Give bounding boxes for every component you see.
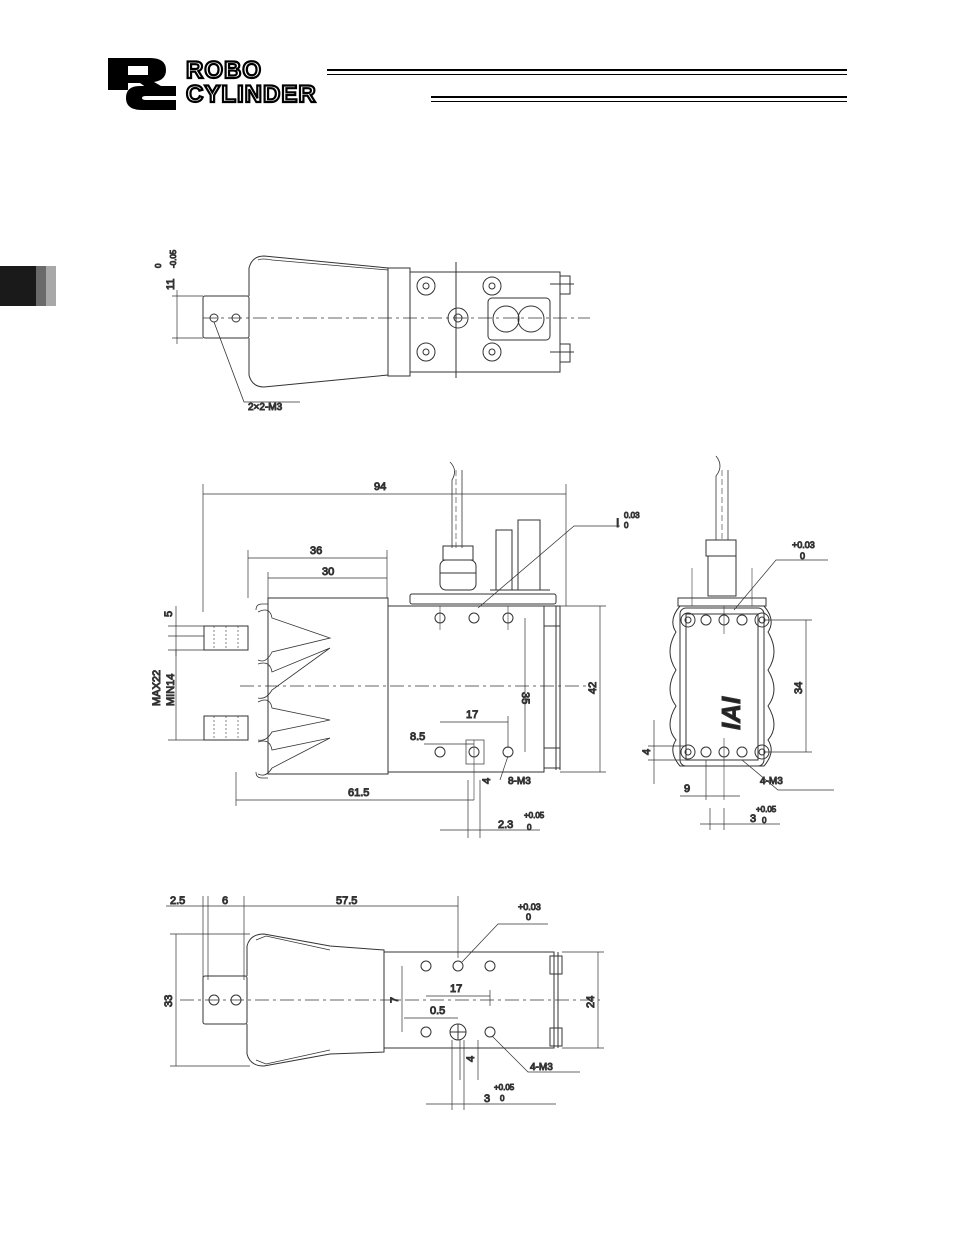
side-view-brand-mark: IAI <box>716 696 746 730</box>
front-view-dim-max: MAX22 <box>151 670 163 706</box>
front-view-dim-42: 42 <box>587 682 599 694</box>
bottom-view-pin-tol-upper: +0.03 <box>518 902 541 912</box>
bottom-view-dim-17: 17 <box>450 983 462 995</box>
front-view-dim-17: 17 <box>466 709 478 721</box>
side-view-pin-tol-lower: 0 <box>800 551 805 561</box>
bottom-view-dim-2-5: 2.5 <box>170 895 185 907</box>
bottom-view-dim-57-5: 57.5 <box>336 895 357 907</box>
front-view-callout-8m3: 8-M3 <box>508 776 531 787</box>
bottom-view-dim-33: 33 <box>163 995 175 1007</box>
bottom-view-pin-tol-lower: 0 <box>526 912 531 922</box>
front-view-dim-61-5: 61.5 <box>348 787 369 799</box>
front-view-dim-36: 36 <box>310 545 322 557</box>
front-view-dim-min: MIN14 <box>165 674 177 706</box>
side-view-callout-4m3: 4-M3 <box>760 776 783 787</box>
front-view-tol-2-3-lower: 0 <box>527 823 532 832</box>
bottom-view-tol-3-upper: +0.05 <box>494 1083 515 1092</box>
bottom-view-callout-4m3: 4-M3 <box>530 1062 553 1073</box>
front-view-pin-tol-upper: 0.03 <box>624 511 640 520</box>
top-view-dim-height-tol-upper: 0 <box>154 263 163 268</box>
side-view-dim-4: 4 <box>641 749 653 755</box>
front-view-dim-overall-length: 94 <box>374 481 386 493</box>
top-view-dim-height-tol-lower: -0.05 <box>169 249 178 268</box>
bottom-view <box>166 896 604 1110</box>
bottom-view-dim-4: 4 <box>465 1056 477 1062</box>
top-view-callout-holes: 2×2-M3 <box>248 402 283 413</box>
front-view-dim-2-3: 2.3 <box>498 819 513 831</box>
bottom-view-dim-0-5: 0.5 <box>430 1005 445 1017</box>
front-view-pin-tol-label: I <box>616 516 619 530</box>
front-view-dim-30: 30 <box>322 566 334 578</box>
front-view-tol-2-3-upper: +0.05 <box>524 811 545 820</box>
top-view-dim-height: 11 <box>165 279 177 290</box>
side-view-dim-9: 9 <box>684 783 690 795</box>
top-view <box>172 256 590 402</box>
side-view <box>648 456 834 830</box>
side-view-dim-3: 3 <box>750 813 756 825</box>
front-view-dim-4: 4 <box>481 778 493 784</box>
side-view-tol-3-lower: 0 <box>762 816 767 825</box>
bottom-view-tol-3-lower: 0 <box>500 1094 505 1103</box>
bottom-view-dim-24: 24 <box>585 996 597 1008</box>
front-view <box>168 462 620 838</box>
bottom-view-dim-3: 3 <box>484 1093 490 1105</box>
side-view-dim-34: 34 <box>793 682 805 694</box>
bottom-view-dim-6: 6 <box>222 895 228 907</box>
front-view-dim-35: 35 <box>519 692 531 704</box>
bottom-view-dim-7: 7 <box>389 997 401 1003</box>
front-view-dim-8-5: 8.5 <box>410 731 425 743</box>
front-view-pin-tol-lower: 0 <box>624 521 629 530</box>
front-view-dim-5: 5 <box>163 611 175 617</box>
side-view-pin-tol-upper: +0.03 <box>792 540 815 550</box>
side-view-tol-3-upper: +0.05 <box>756 805 777 814</box>
